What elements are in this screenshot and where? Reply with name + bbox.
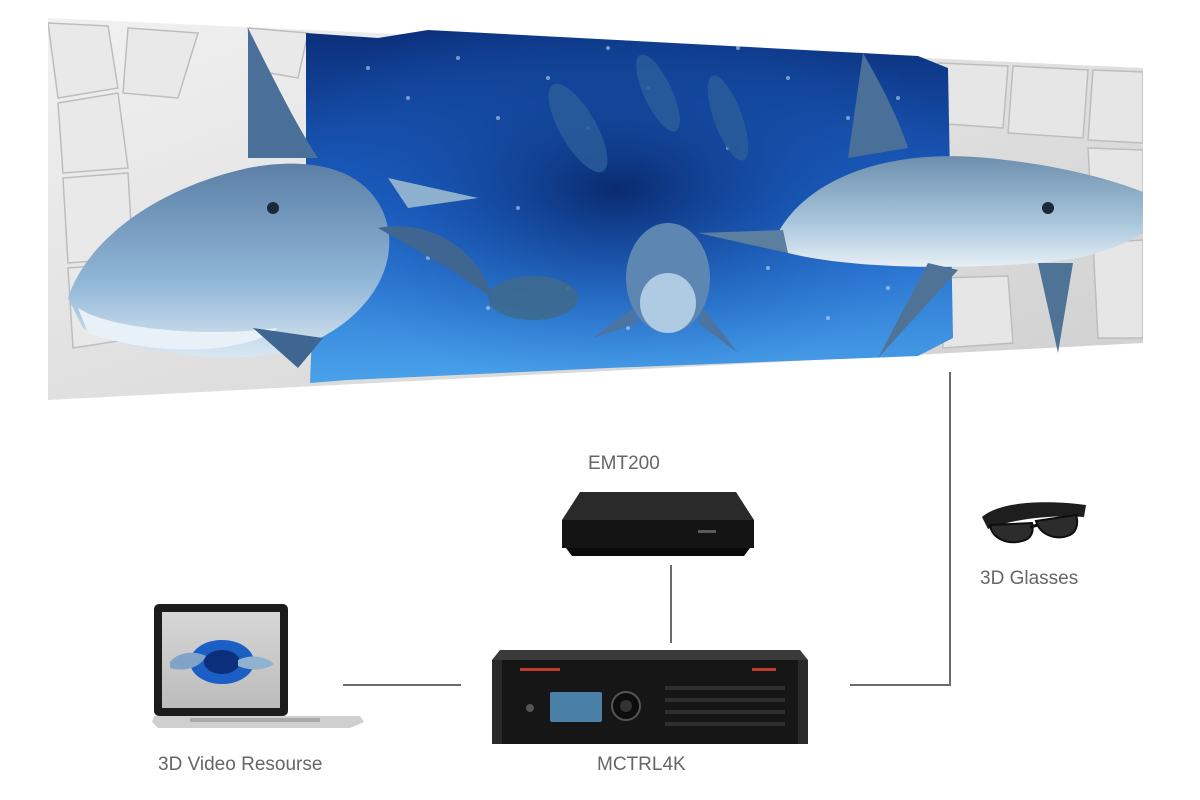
laptop-device [150, 602, 365, 737]
3d-glasses-label: 3D Glasses [980, 568, 1079, 589]
3d-glasses-icon [982, 502, 1086, 544]
wire-wall-down [949, 372, 951, 686]
controller-label: MCTRL4K [597, 754, 686, 775]
center-dolphin [593, 223, 738, 353]
led-wall-screen [47, 8, 1168, 403]
left-dolphin [68, 28, 493, 368]
emt200-device [558, 490, 758, 567]
led-wall-image [47, 18, 1168, 400]
right-dolphin [698, 53, 1168, 358]
3d-glasses-device [978, 495, 1090, 556]
wire-laptop-to-controller [343, 684, 461, 686]
rack-controller-icon [492, 650, 808, 744]
wire-emt200-to-controller [670, 565, 672, 643]
laptop-icon [152, 604, 364, 728]
mctrl4k-device [490, 648, 810, 751]
media-box-icon [562, 492, 754, 556]
emt200-label: EMT200 [588, 453, 660, 474]
video-source-label: 3D Video Resourse [158, 754, 323, 775]
wire-to-controller-right [850, 684, 951, 686]
